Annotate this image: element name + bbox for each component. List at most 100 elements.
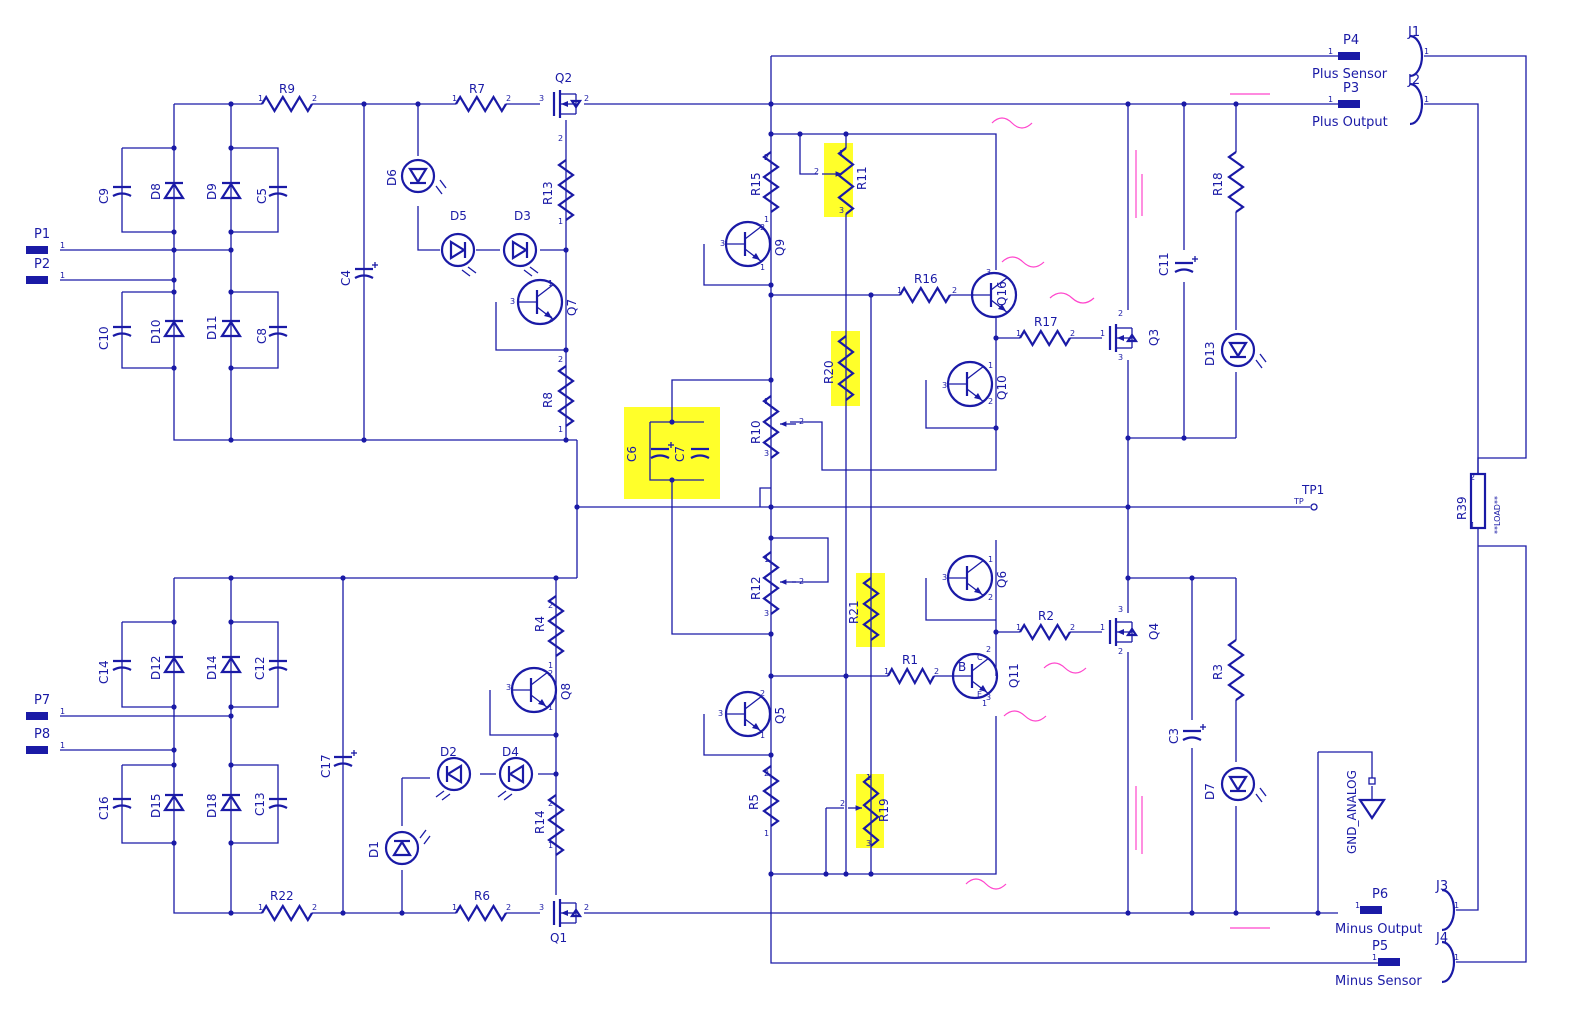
pin-number: 3 [942,573,947,582]
p8-port [26,746,48,754]
minus-output-label: Minus Output [1335,922,1422,937]
p3-port [1338,100,1360,108]
d9-diode [219,181,243,200]
r14-label: R14 [533,810,547,834]
pin-number: 1 [839,149,844,158]
q6-label: Q6 [995,571,1009,588]
pin-number: 2 [799,417,804,426]
pin-number: 1 [764,829,769,838]
r7-resistor [455,94,507,114]
pin-number: 1 [258,903,263,912]
pin-number: 1 [1328,95,1333,104]
pin-number: 2 [548,601,553,610]
r15-label: R15 [749,172,763,196]
j2-label: J2 [1407,73,1420,88]
r12-pot [762,551,780,615]
pin-number: 2 [584,94,589,103]
c5-capacitor [268,185,288,197]
r13-label: R13 [541,181,555,205]
pin-number: 1 [760,731,765,740]
minus-sensor-label: Minus Sensor [1335,974,1422,989]
c8-label: C8 [255,328,269,344]
j2-jack [1409,82,1424,126]
pin-number: 2 [312,903,317,912]
d13-label: D13 [1203,341,1217,366]
c9-capacitor [112,185,132,197]
r6-label: R6 [474,889,490,903]
r11-label: R11 [855,166,869,190]
annotations [965,93,1270,929]
pin-number: 2 [558,134,563,143]
r14-resistor [547,794,565,856]
pin-number: 2 [952,286,957,295]
pin-number: 3 [986,693,991,702]
r3-resistor [1227,639,1245,701]
pin-number: 2 [840,799,845,808]
c16-capacitor [112,797,132,809]
pin-number: 1 [548,703,553,712]
r9-label: R9 [279,82,295,96]
pin-number: 1 [1470,521,1475,530]
pin-number: 1 [1328,47,1333,56]
pin-number: 1 [1100,329,1105,338]
r21-label: R21 [847,600,861,624]
r10-label: R10 [749,420,763,444]
c14-capacitor [112,659,132,671]
plus-output-label: Plus Output [1312,115,1388,130]
q9-label: Q9 [773,239,787,256]
j4-label: J4 [1435,931,1448,946]
r10-pot [762,395,780,459]
c12-capacitor [268,659,288,671]
d11-label: D11 [205,315,219,340]
q11-base-label: B [958,660,966,674]
r9-resistor [261,94,313,114]
r22-resistor [261,903,313,923]
q5-transistor [724,690,772,738]
components [26,34,1487,984]
pin-number: 2 [558,355,563,364]
r8-label: R8 [541,392,555,408]
d5-led [440,232,477,277]
pin-number: 1 [866,773,871,782]
d14-diode [219,655,243,674]
q2-mosfet [552,90,583,118]
p7-port [26,712,48,720]
c3-label: C3 [1167,728,1181,744]
pin-number: 3 [506,683,511,692]
pin-number: 1 [1100,623,1105,632]
r17-label: R17 [1034,315,1058,329]
q1-mosfet [552,899,583,927]
j1-jack [1409,34,1424,78]
d18-label: D18 [205,793,219,818]
pin-number: 3 [866,839,871,848]
tp1-testpoint [1310,503,1318,511]
d4-led [497,756,534,801]
wires [60,55,1527,964]
d7-label: D7 [1203,783,1217,800]
c14-label: C14 [97,660,111,684]
q5-label: Q5 [773,707,787,724]
pink-squiggle [965,878,1007,890]
pin-number: 1 [1424,47,1429,56]
r5-resistor [762,765,780,827]
d10-diode [162,319,186,338]
d2-led [435,756,472,801]
c7-capacitor [690,447,710,459]
pin-number: 2 [760,689,765,698]
r20-label: R20 [822,360,836,384]
c10-label: C10 [97,326,111,350]
pin-number: 1 [452,94,457,103]
d14-label: D14 [205,655,219,680]
q8-transistor [510,666,558,714]
pin-number: 3 [764,609,769,618]
pink-squiggle [1003,710,1047,722]
q3-label: Q3 [1147,329,1161,346]
pin-number: 2 [799,577,804,586]
pin-number: 3 [539,94,544,103]
pin-number: 1 [558,217,563,226]
pin-number: 1 [1424,95,1429,104]
pink-squiggle [1001,256,1045,268]
pin-number: 1 [60,741,65,750]
d11-diode [219,319,243,338]
